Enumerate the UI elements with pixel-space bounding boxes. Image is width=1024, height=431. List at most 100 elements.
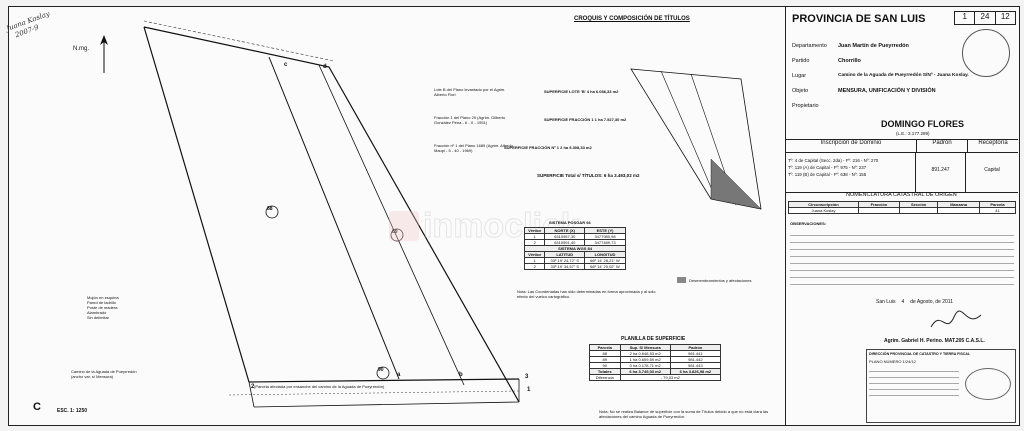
domain-header: Receptoría bbox=[978, 140, 1008, 146]
owner-id: (L.E.: 3.177.289) bbox=[896, 131, 930, 136]
table-cell: 41 bbox=[978, 207, 1017, 214]
domain-line: Tº: 4 de Capital (Secc. 2da) - Fº: 216 -… bbox=[788, 158, 879, 163]
legend-item: Poste de madera bbox=[87, 305, 118, 310]
croquis-lots: Lote B del Plano levantado por el Agrim.… bbox=[434, 87, 634, 171]
plan-sheet: Juana Koslay 2007-9 N.mg. 88 89 90 1 2 3… bbox=[5, 6, 1020, 426]
approval-stamp: DIRECCIÓN PROVINCIAL DE CATASTRO Y TIERR… bbox=[866, 349, 1016, 423]
table-row: Juana Koslay 41 bbox=[788, 207, 1017, 214]
lot-text: Lote B del Plano levantado por el Agrim.… bbox=[434, 87, 506, 97]
survey-drawing bbox=[143, 20, 520, 408]
field-value: MENSURA, UNIFICACIÓN Y DIVISIÓN bbox=[838, 88, 936, 94]
official-seal-icon bbox=[965, 368, 1011, 400]
domain-line: Tº: 119 (A) de Capital - Fº: 975 - Nº: 2… bbox=[788, 165, 867, 170]
vertex-label: a bbox=[397, 372, 401, 378]
place-date: San Luis 4 de Agosto, de 2011 bbox=[876, 299, 953, 305]
table-cell: 33º 19' 34,57" S bbox=[544, 263, 586, 270]
house-icon bbox=[389, 211, 419, 241]
croquis-sketch bbox=[630, 68, 762, 210]
lot-value: SUPERFICIE FRACCIÓN 1 1 ha 7.527,30 m2 bbox=[544, 117, 627, 122]
vertex-label: b bbox=[459, 372, 463, 378]
receptoria-value: Capital bbox=[984, 167, 1000, 173]
vertex-label: d bbox=[323, 64, 327, 70]
observaciones-title: OBSERVACIONES: bbox=[790, 221, 827, 226]
title-block: PROVINCIA DE SAN LUIS 1 24 12 Departamen… bbox=[785, 7, 1018, 425]
vertex-label: 2 bbox=[251, 384, 255, 390]
field-label: Objeto bbox=[792, 88, 809, 94]
croquis-total: SUPERFICIE Total s/ TÍTULOS: 6 ha 3.493,… bbox=[537, 173, 640, 178]
table-cell: 2 bbox=[523, 263, 546, 270]
vertex-label: c bbox=[284, 62, 288, 68]
scale-label: ESC. 1: 1250 bbox=[57, 408, 88, 414]
domain-section: Inscripción de Dominio Padrón Receptoría… bbox=[786, 139, 1018, 193]
field-list: Departamento Juan Martín de Pueyrredón Pa… bbox=[792, 43, 982, 118]
parcel-label: 88 bbox=[267, 206, 273, 212]
field-value: Camino de la Aguada de Pueyrredón S/Nº -… bbox=[838, 73, 969, 78]
legend-item: Mojón en esquina bbox=[87, 295, 119, 300]
hatch-swatch-icon bbox=[677, 277, 686, 283]
sheet-number-cell: 1 bbox=[955, 12, 976, 24]
field-row: Objeto MENSURA, UNIFICACIÓN Y DIVISIÓN bbox=[792, 88, 982, 103]
province-title: PROVINCIA DE SAN LUIS bbox=[792, 13, 926, 25]
stamp-seal-icon bbox=[962, 29, 1010, 77]
lot-text: Fracción 1 del Plano 29 (Agrim. Gilberto… bbox=[434, 115, 506, 125]
table-cell: 33º 19' 24,72" S bbox=[544, 257, 586, 264]
parcel-label: 90 bbox=[378, 367, 384, 373]
planilla-title: PLANILLA DE SUPERFICIE bbox=[621, 336, 686, 342]
surveyor-name: Agrim. Gabriel H. Perino. MAT.205 C.A.S.… bbox=[884, 338, 985, 344]
road-label: Camino de la Aguada de Pueyrredón (ancho… bbox=[71, 369, 137, 379]
day: 4 bbox=[901, 299, 905, 305]
catastro-title: NOMENCLATURA CATASTRAL DE ORIGEN bbox=[846, 192, 957, 198]
field-label: Propietario bbox=[792, 103, 819, 109]
system-note: Nota: Las Coordenadas han sido determina… bbox=[517, 289, 656, 299]
legend-item: Pared de ladrillo bbox=[87, 300, 116, 305]
north-label: N.mg. bbox=[73, 46, 90, 52]
vertex-label: 1 bbox=[527, 387, 531, 393]
lot-value: SUPERFICIE FRACCIÓN Nº 1 2 ha 5.308,33 m… bbox=[504, 145, 592, 150]
domain-line: Tº: 119 (B) de Capital - Fº: 638 - Nº: 1… bbox=[788, 172, 867, 177]
stamp-line: PLANO NÚMERO 1/24/12 bbox=[869, 359, 916, 364]
field-value: Chorrillo bbox=[838, 58, 861, 64]
field-row: Propietario bbox=[792, 103, 982, 118]
observaciones-lines bbox=[790, 229, 1014, 285]
dismember-legend: Desmembramientos y afectaciones bbox=[689, 278, 752, 283]
sheet-number-cell: 24 bbox=[975, 12, 996, 24]
north-arrow-icon bbox=[100, 35, 108, 73]
field-label: Partido bbox=[792, 58, 810, 64]
table-cell bbox=[899, 207, 939, 214]
field-label: Lugar bbox=[792, 73, 807, 79]
legend-item: Sin delimitar bbox=[87, 315, 110, 320]
parcel-label: 89 bbox=[392, 230, 398, 235]
lot-value: SUPERFICIE LOTE 'B' 4 ha 6.086,33 m2 bbox=[544, 89, 619, 94]
legend: Mojón en esquina Pared de ladrillo Poste… bbox=[87, 295, 157, 320]
vertex-label: 3 bbox=[525, 374, 529, 380]
field-label: Departamento bbox=[792, 43, 827, 49]
croquis-title: CROQUIS Y COMPOSICIÓN DE TÍTULOS bbox=[574, 16, 690, 22]
date-rest: de Agosto, de 2011 bbox=[910, 299, 953, 305]
domain-header: Inscripción de Dominio bbox=[786, 140, 917, 152]
table-cell: 66º 14' 28,21" W bbox=[584, 257, 626, 264]
road-note: (Parcela afectada por ensanche del camin… bbox=[254, 384, 385, 389]
table-cell: Diferencia bbox=[589, 374, 621, 381]
system-title: SISTEMA POSGAR 94 bbox=[549, 220, 591, 225]
domain-header: Padrón bbox=[917, 140, 968, 152]
field-value: Juan Martín de Pueyrredón bbox=[838, 43, 909, 49]
planilla-note: Nota: No se realiza Balance de superfici… bbox=[599, 409, 769, 419]
stamp-title: DIRECCIÓN PROVINCIAL DE CATASTRO Y TIERR… bbox=[869, 352, 971, 356]
legend-item: Alambrado bbox=[87, 310, 107, 315]
table-cell bbox=[937, 207, 980, 214]
table-cell: - 79,03 m2 bbox=[619, 374, 722, 381]
table-cell: 66º 14' 20,02" W bbox=[584, 263, 626, 270]
table-cell: Juana Koslay bbox=[788, 207, 859, 214]
margin-note: Juana Koslay 2007-9 bbox=[5, 10, 54, 43]
field-row: Partido Chorrillo bbox=[792, 58, 982, 73]
owner-name: DOMINGO FLORES bbox=[881, 119, 964, 129]
signature-icon bbox=[930, 310, 982, 328]
table-cell bbox=[857, 207, 901, 214]
lot-text: Fracción nº 1 del Plano 1689 (Agrim. Alf… bbox=[434, 143, 513, 153]
sheet-number-cell: 12 bbox=[1000, 12, 1010, 21]
field-row: Lugar Camino de la Aguada de Pueyrredón S… bbox=[792, 73, 982, 88]
